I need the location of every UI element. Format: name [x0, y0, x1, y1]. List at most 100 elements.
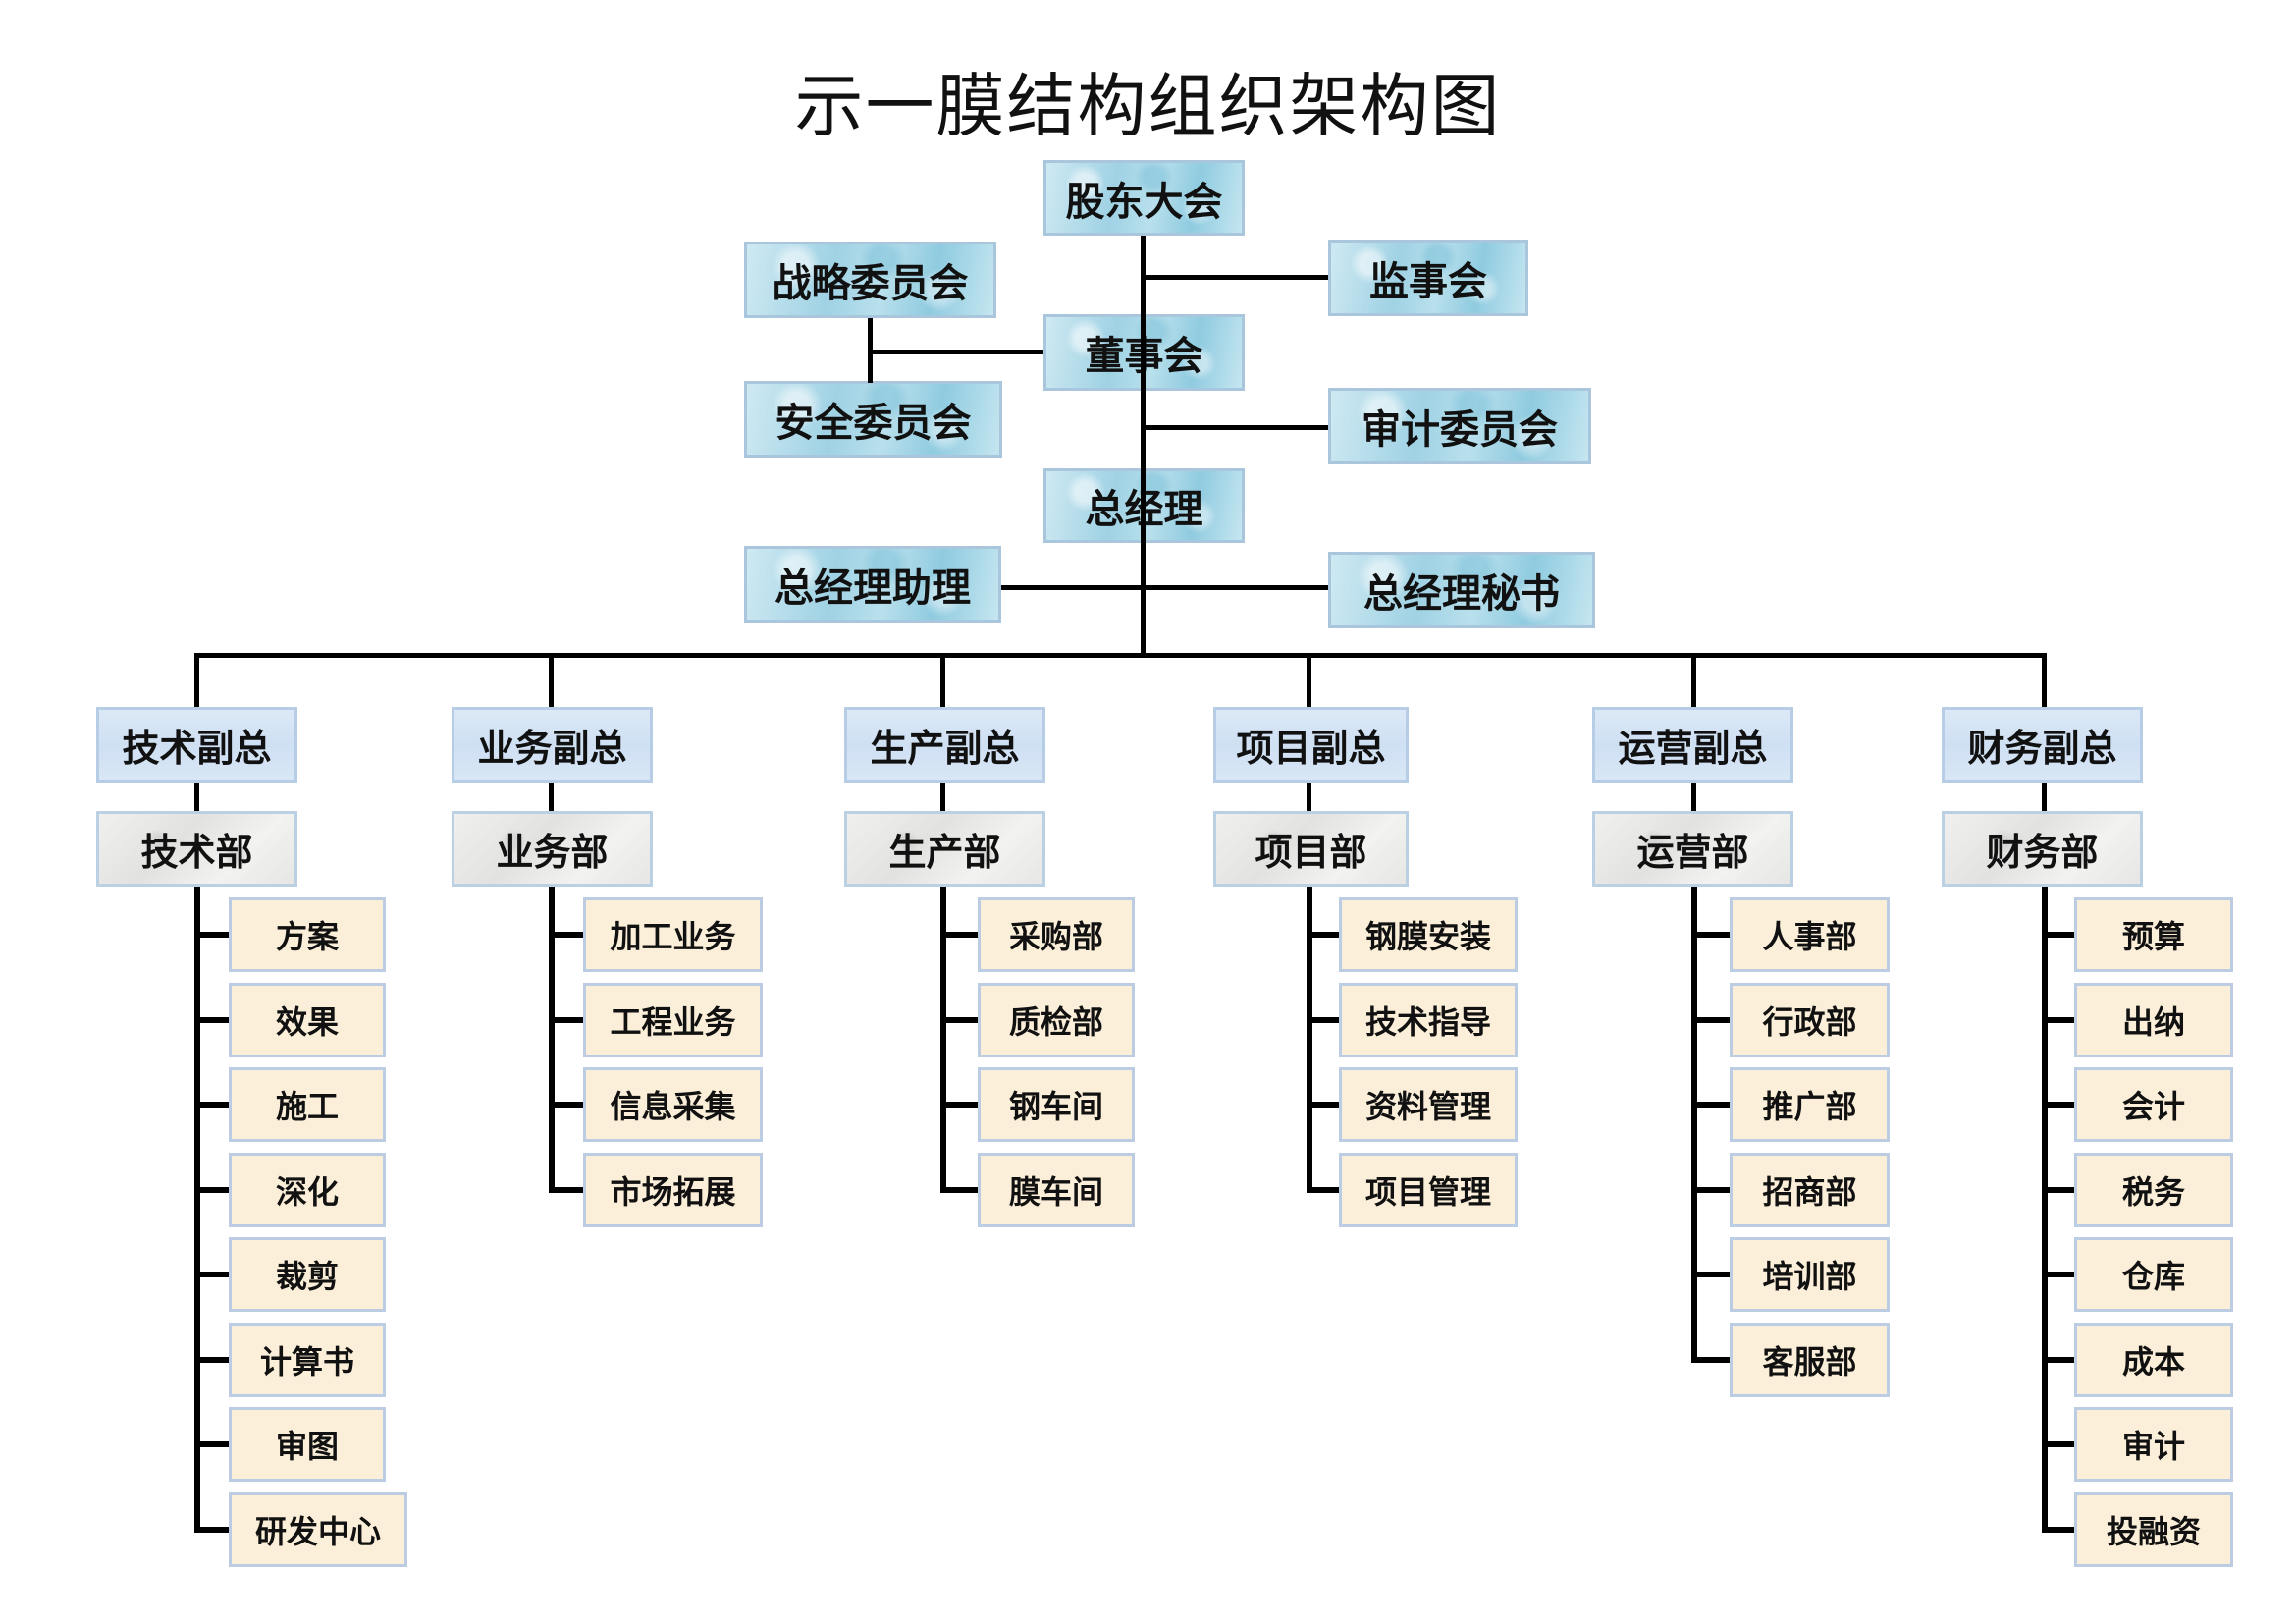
connector-vp-to-department: [1307, 783, 1311, 811]
node-label: 战略委员会: [772, 261, 969, 306]
node-sub-unit: 技术指导: [1339, 983, 1518, 1057]
connector-secretary-assistant: [1001, 585, 1328, 590]
node-label: 信息采集: [610, 1088, 736, 1125]
node-label: 项目部: [1255, 831, 1367, 874]
node-label: 项目管理: [1364, 1173, 1491, 1211]
node-sub-unit: 预算: [2074, 897, 2233, 972]
node-sub-unit: 行政部: [1730, 983, 1890, 1057]
connector-unit-branch: [194, 1102, 229, 1108]
connector-unit-branch: [1307, 1017, 1339, 1023]
connector-bus-to-vp: [940, 653, 945, 707]
node-label: 培训部: [1762, 1258, 1857, 1295]
connector-unit-branch: [2042, 1357, 2074, 1363]
connector-vp-to-department: [549, 783, 554, 811]
node-sub-unit: 培训部: [1730, 1237, 1890, 1312]
connector-unit-branch: [2042, 1102, 2074, 1108]
connector-vp-to-department: [2042, 783, 2047, 811]
connector-unit-branch: [194, 1017, 229, 1023]
connector-audit: [1143, 425, 1328, 430]
node-label: 行政部: [1762, 1003, 1857, 1041]
node-label: 项目副总: [1236, 727, 1386, 770]
node-sub-unit: 膜车间: [978, 1153, 1135, 1227]
node-sub-unit: 钢膜安装: [1339, 897, 1518, 972]
connector-bus-to-vp: [549, 653, 554, 707]
node-sub-unit: 项目管理: [1339, 1153, 1518, 1227]
node-sub-unit: 出纳: [2074, 983, 2233, 1057]
node-department: 运营部: [1592, 811, 1793, 887]
connector-unit-branch: [2042, 1187, 2074, 1193]
connector-bus-to-vp: [1691, 653, 1696, 707]
connector-committees-horizontal: [868, 350, 1043, 354]
node-sub-unit: 施工: [229, 1067, 386, 1142]
node-label: 出纳: [2121, 1003, 2185, 1041]
connector-unit-branch: [194, 1527, 229, 1533]
connector-bus-to-vp: [1307, 653, 1311, 707]
connector-unit-branch: [940, 1187, 978, 1193]
node-label: 计算书: [259, 1343, 354, 1380]
node-sub-unit: 投融资: [2074, 1492, 2233, 1567]
node-label: 审计: [2121, 1428, 2185, 1465]
connector-unit-branch: [549, 1187, 583, 1193]
connector-unit-branch: [1691, 932, 1730, 938]
connector-unit-branch: [2042, 1441, 2074, 1447]
node-sub-unit: 仓库: [2074, 1237, 2233, 1312]
node-label: 仓库: [2121, 1258, 2185, 1295]
chart-title: 示一膜结构组织架构图: [794, 66, 1502, 146]
node-sub-unit: 效果: [229, 983, 386, 1057]
node-safety-committee: 安全委员会: [744, 381, 1002, 458]
node-shareholders: 股东大会: [1043, 160, 1245, 236]
node-sub-unit: 质检部: [978, 983, 1135, 1057]
node-department: 业务部: [452, 811, 653, 887]
connector-main-trunk: [1141, 236, 1146, 658]
node-sub-unit: 人事部: [1730, 897, 1890, 972]
node-vp: 财务副总: [1942, 707, 2143, 783]
node-sub-unit: 资料管理: [1339, 1067, 1518, 1142]
node-sub-unit: 市场拓展: [583, 1153, 763, 1227]
connector-division-bus: [194, 653, 2047, 658]
connector-unit-branch: [194, 1187, 229, 1193]
node-label: 预算: [2121, 918, 2185, 955]
node-label: 施工: [275, 1088, 339, 1125]
node-label: 技术部: [140, 831, 253, 874]
node-sub-unit: 客服部: [1730, 1323, 1890, 1397]
node-label: 工程业务: [610, 1003, 736, 1041]
node-label: 运营副总: [1618, 727, 1768, 770]
node-sub-unit: 会计: [2074, 1067, 2233, 1142]
node-label: 业务副总: [477, 727, 627, 770]
node-label: 钢膜安装: [1364, 918, 1491, 955]
node-label: 生产部: [888, 831, 1001, 874]
connector-unit-branch: [1691, 1102, 1730, 1108]
connector-unit-branch: [1691, 1272, 1730, 1277]
connector-unit-branch: [940, 932, 978, 938]
node-department: 生产部: [844, 811, 1045, 887]
node-label: 投融资: [2106, 1513, 2201, 1550]
node-label: 总经理助理: [774, 566, 971, 611]
connector-unit-branch: [1691, 1357, 1730, 1363]
connector-unit-branch: [194, 932, 229, 938]
node-sub-unit: 裁剪: [229, 1237, 386, 1312]
node-label: 成本: [2121, 1343, 2185, 1380]
connector-unit-branch: [194, 1441, 229, 1447]
node-label: 运营部: [1636, 831, 1749, 874]
node-department: 项目部: [1213, 811, 1409, 887]
connector-unit-branch: [1691, 1187, 1730, 1193]
node-label: 裁剪: [275, 1258, 339, 1295]
node-label: 采购部: [1008, 918, 1103, 955]
connector-department-spine: [940, 887, 946, 1193]
node-sub-unit: 工程业务: [583, 983, 763, 1057]
connector-unit-branch: [194, 1357, 229, 1363]
node-label: 生产副总: [870, 727, 1020, 770]
connector-supervisory: [1143, 275, 1328, 280]
node-label: 方案: [275, 918, 339, 955]
node-sub-unit: 钢车间: [978, 1067, 1135, 1142]
node-department: 技术部: [96, 811, 297, 887]
connector-unit-branch: [549, 1102, 583, 1108]
node-sub-unit: 计算书: [229, 1323, 386, 1397]
connector-unit-branch: [940, 1102, 978, 1108]
connector-unit-branch: [2042, 1272, 2074, 1277]
connector-department-spine: [549, 887, 555, 1193]
connector-unit-branch: [1307, 1102, 1339, 1108]
node-vp: 运营副总: [1592, 707, 1793, 783]
node-label: 业务部: [496, 831, 609, 874]
connector-department-spine: [1691, 887, 1697, 1363]
